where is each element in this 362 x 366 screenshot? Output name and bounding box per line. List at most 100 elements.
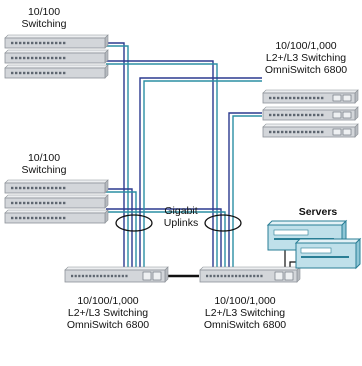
switch-port (273, 96, 276, 100)
switch-port (23, 186, 26, 190)
switch-port (55, 201, 58, 205)
switch-port (301, 113, 304, 117)
switch-port (19, 201, 22, 205)
switch-port (11, 216, 14, 220)
switch-port (231, 274, 234, 278)
switch-port (273, 130, 276, 134)
switch-port (27, 41, 30, 45)
switch-port (47, 56, 50, 60)
label-line: L2+/L3 Switching (204, 307, 286, 319)
switch-port (43, 216, 46, 220)
switch-port (23, 216, 26, 220)
switch-port (110, 274, 114, 278)
switch-port (39, 216, 42, 220)
switch-port (74, 274, 77, 278)
switch-port (220, 274, 223, 278)
switch-port (305, 130, 308, 134)
switch-port (317, 130, 320, 134)
switch-port (27, 71, 30, 75)
switch-port (273, 113, 276, 117)
switch-port (51, 56, 54, 60)
switch-port (35, 56, 38, 60)
switch-port (301, 96, 304, 100)
switch-port (297, 113, 300, 117)
switch-port (55, 71, 58, 75)
switch-port (23, 71, 26, 75)
label-line: Switching (21, 164, 67, 176)
switch-icon (4, 34, 109, 49)
switch-port (317, 96, 320, 100)
switch-port (43, 71, 46, 75)
top-right-stack-label: 10/100/1,000 L2+/L3 Switching OmniSwitch… (256, 40, 356, 76)
switch-port (305, 113, 308, 117)
switch-port (277, 130, 280, 134)
switch-icon (4, 49, 109, 64)
switch-port (31, 41, 34, 45)
gigabit-uplinks-label: Gigabit Uplinks (156, 205, 206, 229)
switch-port (317, 113, 320, 117)
switch-port (216, 274, 220, 278)
switch-port (27, 186, 30, 190)
switch-port (313, 113, 316, 117)
switch-port (15, 216, 18, 220)
switch-port (59, 56, 62, 60)
switch-port (63, 71, 66, 75)
switch-port (19, 186, 22, 190)
switch-port (114, 274, 117, 278)
switch-port (277, 113, 280, 117)
switch-port (51, 201, 54, 205)
switch-port (309, 130, 312, 134)
switch-port (55, 41, 58, 45)
uplink-cable (228, 112, 262, 270)
uplink-cable (106, 45, 129, 270)
switch-port (305, 96, 308, 100)
switch-port (71, 274, 74, 278)
switch-port (15, 71, 18, 75)
label-line: 10/100 (27, 152, 61, 164)
uplink-cable (143, 80, 262, 270)
switch-port (269, 113, 272, 117)
label-line: Uplinks (163, 217, 199, 229)
switch-port (245, 274, 249, 278)
label-line: 10/100 (27, 6, 61, 18)
switch-port (289, 96, 292, 100)
switch-icon (4, 179, 109, 194)
switch-port (47, 71, 50, 75)
switch-port (269, 96, 272, 100)
switch-port (11, 41, 14, 45)
label-line: L2+/L3 Switching (265, 52, 347, 64)
switch-port (100, 274, 103, 278)
switch-port (235, 274, 238, 278)
switch-port (35, 216, 38, 220)
switch-port (35, 41, 38, 45)
switch-port (81, 274, 85, 278)
uplink-cable (106, 188, 133, 270)
top-left-switching-label: 10/100 Switching (14, 6, 74, 30)
switch-port (51, 71, 54, 75)
switch-port (39, 41, 42, 45)
switch-port (309, 96, 312, 100)
switch-port (47, 201, 50, 205)
core-left-label: 10/100/1,000 L2+/L3 Switching OmniSwitch… (58, 295, 158, 331)
switch-port (55, 56, 58, 60)
switch-port (321, 130, 324, 134)
switch-port (59, 41, 62, 45)
switch-port (31, 71, 34, 75)
switch-port (43, 201, 46, 205)
core-switch-icon (64, 266, 169, 283)
switch-port (19, 41, 22, 45)
ellipse-bundle-icon (204, 214, 242, 232)
switch-port (59, 216, 62, 220)
switch-port (51, 216, 54, 220)
label-line: OmniSwitch 6800 (66, 319, 150, 331)
switch-port (39, 186, 42, 190)
switch-port (227, 274, 230, 278)
switch-port (89, 274, 92, 278)
uplink-cable (139, 77, 262, 270)
switch-port (121, 274, 124, 278)
switch-port (59, 71, 62, 75)
switch-port (15, 201, 18, 205)
switch-port (269, 130, 272, 134)
switch-port (209, 274, 212, 278)
switch-port (59, 186, 62, 190)
